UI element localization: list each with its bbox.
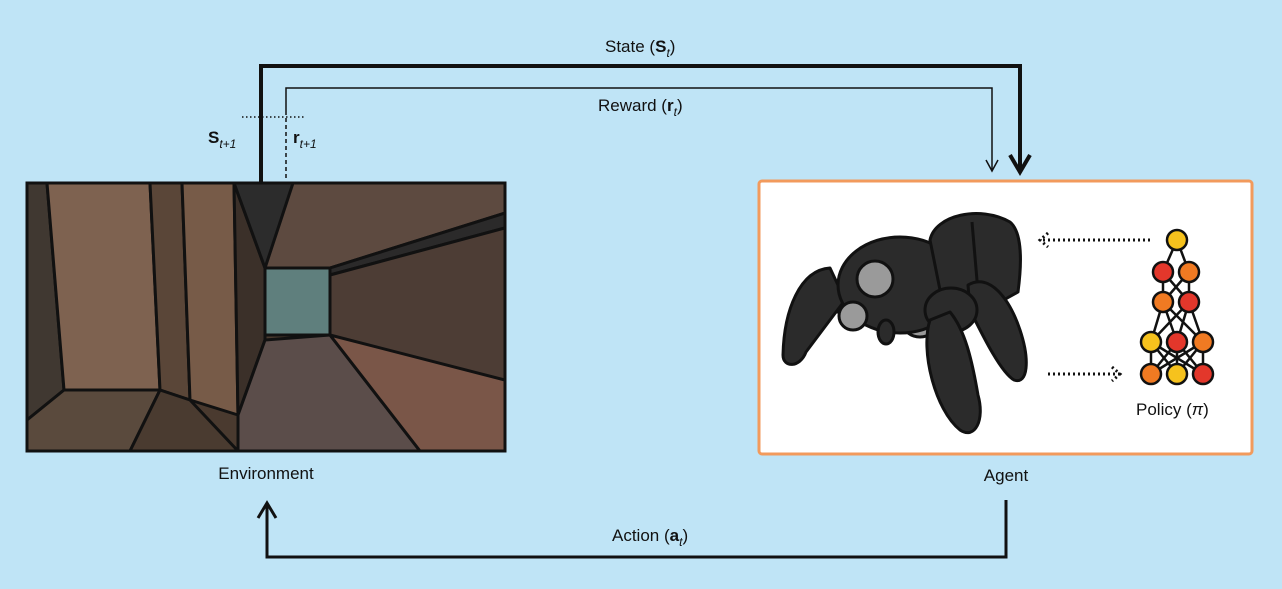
policy-network <box>1139 228 1215 386</box>
reward-label: Reward (rt) <box>598 96 683 119</box>
environment-frame <box>25 181 507 453</box>
state-label: State (St) <box>605 37 675 60</box>
environment-scene <box>27 183 505 451</box>
robot-spider-illustration <box>781 212 1028 434</box>
reward-arrow <box>285 87 999 173</box>
agent-label: Agent <box>984 466 1029 485</box>
policy-node <box>1191 362 1215 386</box>
policy-label: Policy (π) <box>1136 400 1209 419</box>
policy-node <box>1165 362 1189 386</box>
next-reward-label: rt+1 <box>293 128 317 151</box>
state-arrow <box>259 64 1032 183</box>
policy-node <box>1139 362 1163 386</box>
next-state-label: St+1 <box>208 128 236 151</box>
policy-node <box>1151 260 1175 284</box>
policy-node <box>1139 330 1163 354</box>
policy-node <box>1191 330 1215 354</box>
policy-node <box>1177 260 1201 284</box>
policy-to-robot-arrow <box>1037 231 1150 249</box>
policy-node <box>1177 290 1201 314</box>
policy-node <box>1165 330 1189 354</box>
policy-node <box>1165 228 1189 252</box>
policy-node <box>1151 290 1175 314</box>
environment-label: Environment <box>218 464 314 483</box>
robot-to-policy-arrow <box>1048 365 1123 383</box>
action-label: Action (at) <box>612 526 688 549</box>
action-arrow <box>256 500 1008 559</box>
